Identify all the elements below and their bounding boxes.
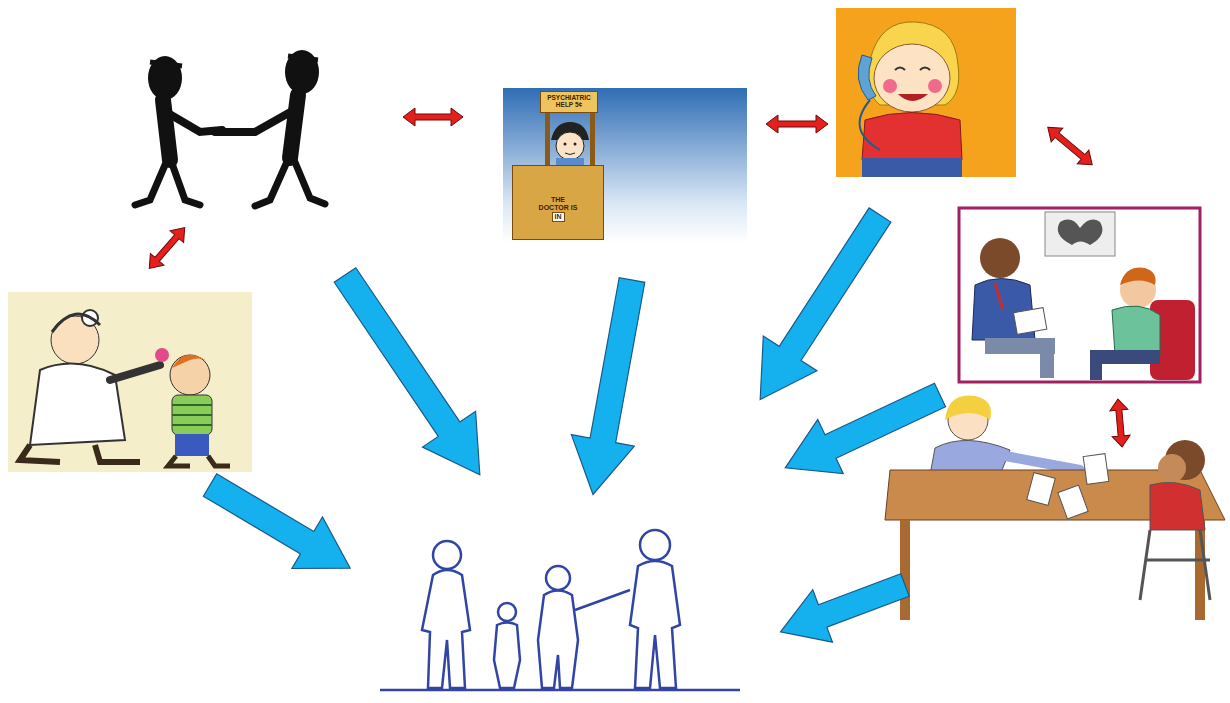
sign-text: PSYCHIATRIC HELP 5¢ (544, 94, 594, 109)
link-arrow (142, 108, 1131, 448)
sign-text: IN (555, 213, 562, 220)
table-session-picture (885, 396, 1225, 621)
doctor-child-picture (8, 292, 252, 472)
family-picture (380, 530, 740, 690)
flow-arrow (195, 198, 953, 658)
in-sign: IN (552, 212, 565, 222)
booth-counter: THE DOCTOR IS IN (512, 165, 604, 240)
therapy-session-picture (959, 208, 1200, 382)
booth-picture (503, 88, 747, 243)
phone-girl-picture (836, 8, 1016, 177)
sign-text: THE DOCTOR IS (539, 196, 578, 211)
booth-sign: PSYCHIATRIC HELP 5¢ (540, 91, 598, 113)
handshake-picture (108, 48, 340, 212)
